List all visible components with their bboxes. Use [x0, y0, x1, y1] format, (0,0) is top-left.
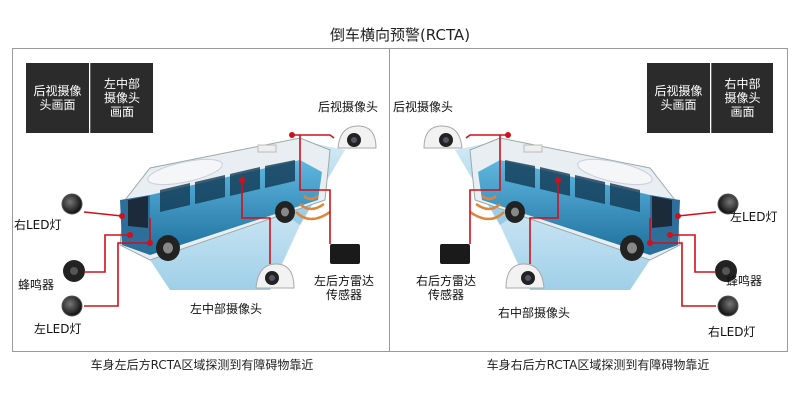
- left-rear-camera-device: [337, 125, 377, 149]
- left-left-led-device: [61, 295, 83, 317]
- left-mid-camera-screen: 左中部 摄像头 画面: [90, 63, 153, 133]
- diagram-frame: [12, 48, 788, 352]
- left-radar-waves: [295, 194, 331, 221]
- left-right-led-label: 右LED灯: [14, 218, 62, 232]
- left-right-led-device: [61, 193, 83, 215]
- right-radar-label: 右后方雷达 传感器: [416, 274, 477, 302]
- right-caption: 车身右后方RCTA区域探测到有障碍物靠近: [486, 358, 710, 372]
- right-left-led-label: 左LED灯: [730, 210, 778, 224]
- left-caption: 车身左后方RCTA区域探测到有障碍物靠近: [90, 358, 314, 372]
- left-mid-camera-label: 左中部摄像头: [190, 302, 263, 316]
- bus-left: [119, 137, 331, 261]
- right-mid-camera-label: 右中部摄像头: [498, 306, 571, 320]
- left-buzzer-label: 蜂鸣器: [18, 278, 55, 292]
- right-mid-camera-screen: 右中部 摄像头 画面: [711, 63, 773, 133]
- right-buzzer-label: 蜂鸣器: [726, 274, 763, 288]
- left-wires: [83, 134, 335, 307]
- left-rear-camera-label: 后视摄像头: [318, 100, 379, 114]
- left-rear-camera-screen: 后视摄像 头画面: [26, 63, 89, 133]
- left-mid-camera-device: [255, 263, 295, 289]
- left-radar-label: 左后方雷达 传感器: [314, 274, 375, 302]
- right-scene: [423, 125, 739, 317]
- center-divider: [389, 48, 390, 352]
- page-title: 倒车横向预警(RCTA): [329, 26, 471, 44]
- left-scene: [61, 125, 377, 317]
- right-right-led-label: 右LED灯: [708, 325, 756, 339]
- left-left-led-label: 左LED灯: [34, 322, 82, 336]
- right-rear-camera-screen: 后视摄像 头画面: [647, 63, 710, 133]
- left-radar-sensor-device: [330, 244, 360, 264]
- right-rear-camera-label: 后视摄像头: [393, 100, 454, 114]
